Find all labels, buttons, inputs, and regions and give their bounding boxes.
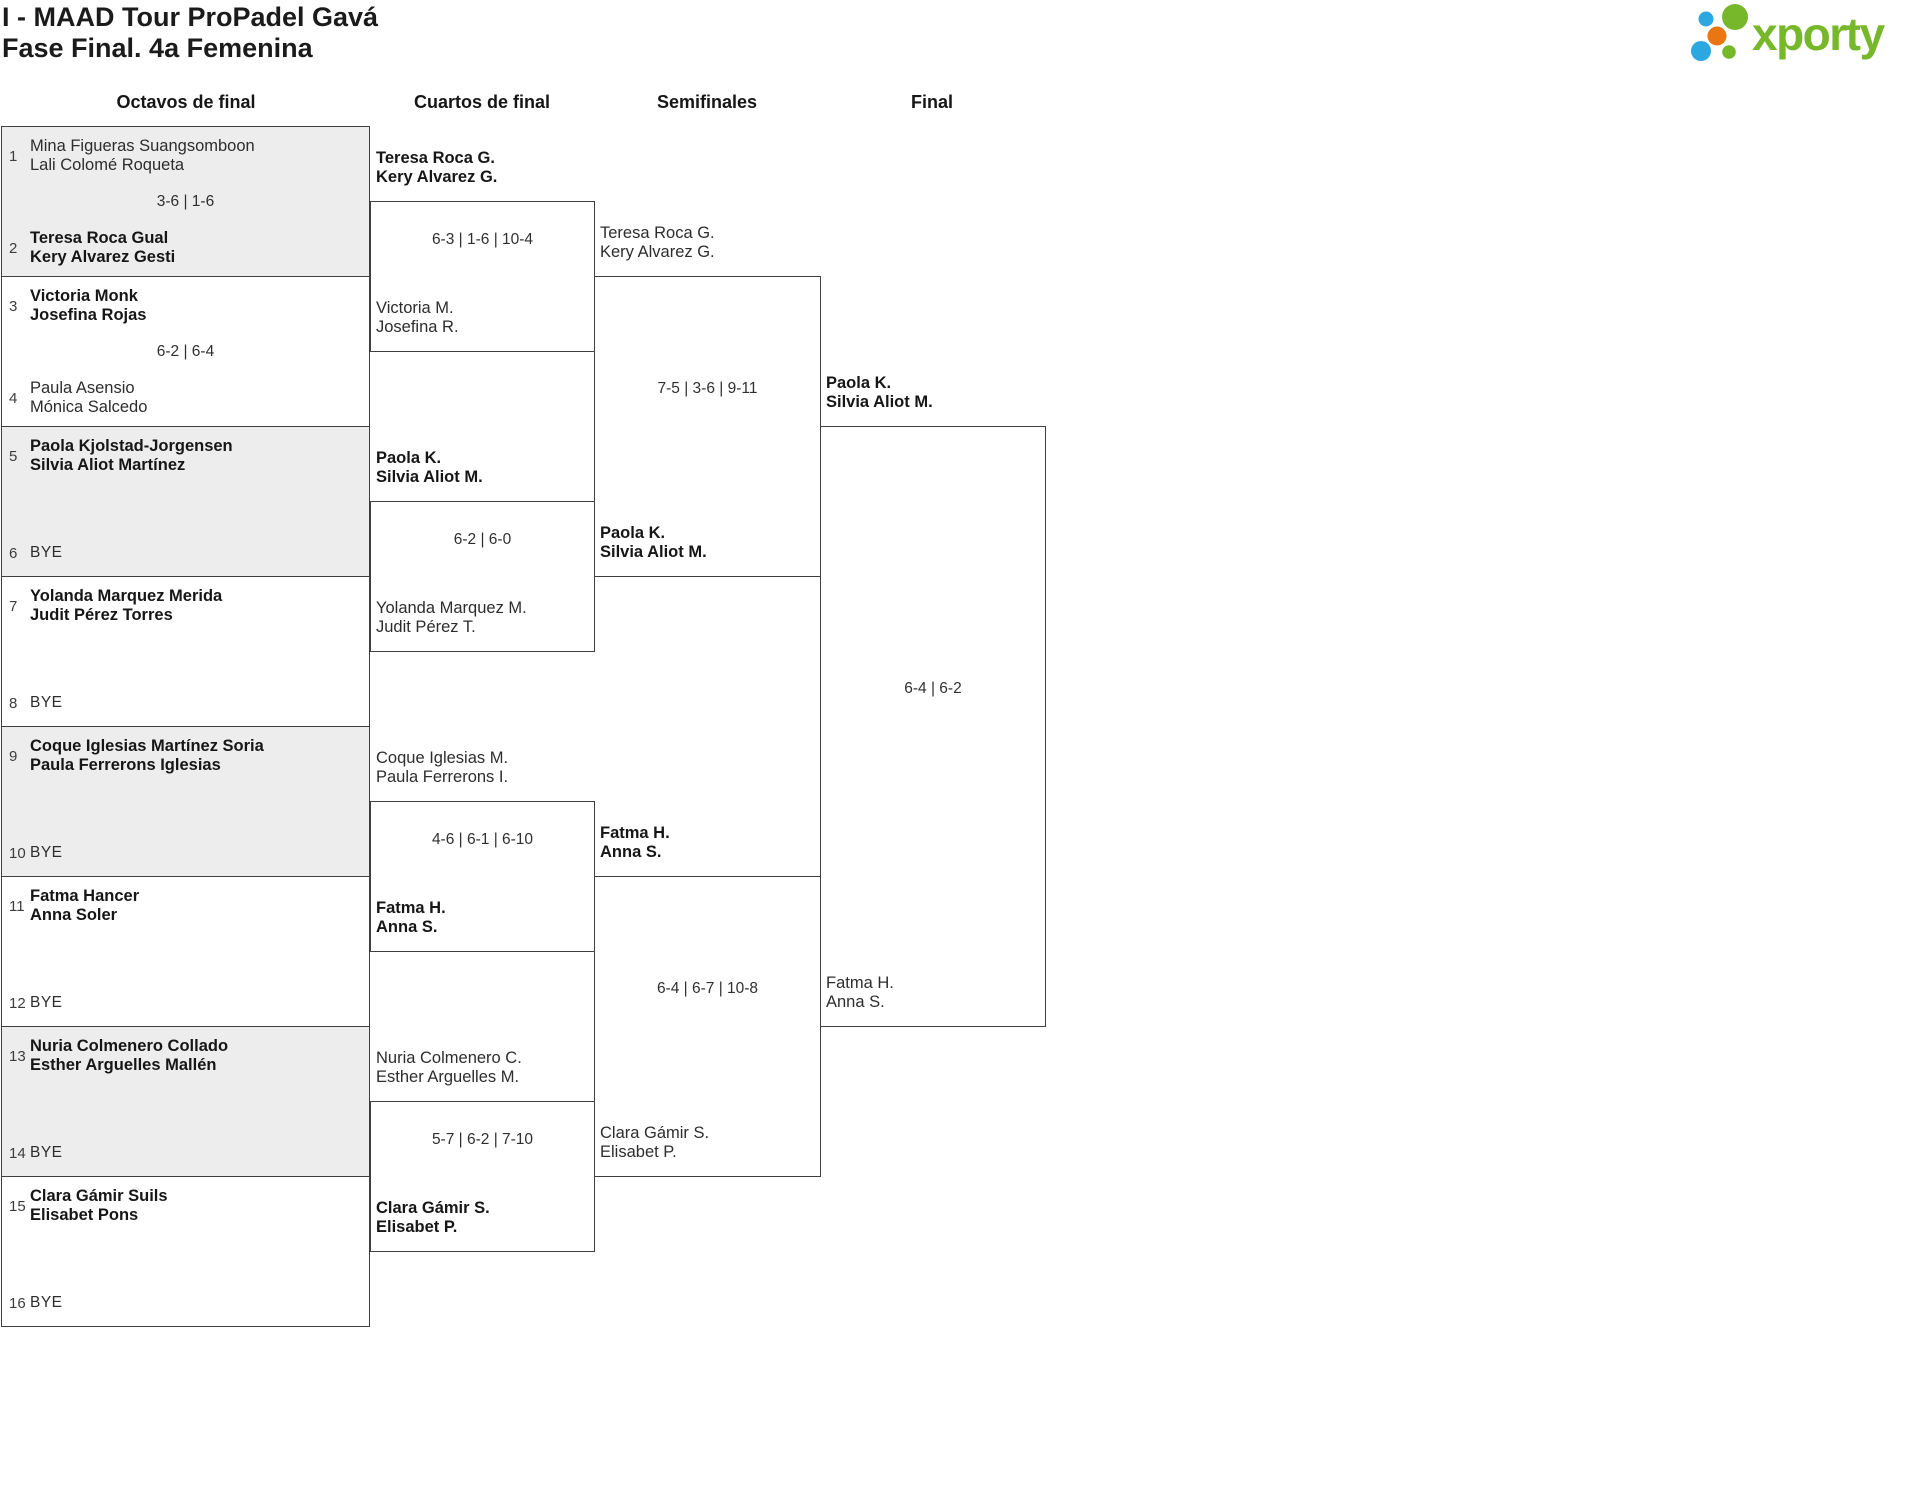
round-header-octavos: Octavos de final (116, 92, 256, 112)
bye-row: 6 BYE (9, 544, 63, 562)
qf3-score: 4-6 | 6-1 | 6-10 (431, 831, 534, 848)
seed-label: 9 (9, 747, 18, 765)
bye-label: BYE (30, 544, 63, 561)
round-header-cuartos: Cuartos de final (413, 92, 551, 112)
bye-row: 8 BYE (9, 694, 63, 712)
logo-dot-orange (1707, 26, 1727, 46)
seed-label: 10 (9, 844, 26, 862)
qf4-bottom-team: Clara Gámir S.Elisabet P. (376, 1199, 490, 1236)
qf3-bottom-team: Fatma H.Anna S. (376, 899, 446, 936)
bye-label: BYE (30, 1144, 63, 1161)
sf2-bottom-team: Clara Gámir S.Elisabet P. (600, 1124, 710, 1161)
bye-label: BYE (30, 994, 63, 1011)
bye-label: BYE (30, 1294, 63, 1311)
seed-label: 15 (9, 1197, 26, 1215)
logo-dot-green-large (1722, 4, 1748, 30)
qf2-score: 6-2 | 6-0 (453, 531, 512, 548)
seed-label: 1 (9, 147, 18, 165)
sf1-score: 7-5 | 3-6 | 9-11 (657, 380, 758, 397)
sf1-top-team: Teresa Roca G.Kery Alvarez G. (600, 224, 715, 261)
seed-label: 13 (9, 1047, 26, 1065)
bye-row: 16 BYE (9, 1294, 63, 1312)
page-header: I - MAAD Tour ProPadel Gavá Fase Final. … (2, 2, 378, 64)
sf1-bottom-team: Paola K.Silvia Aliot M. (600, 524, 707, 561)
qf4-top-team: Nuria Colmenero C.Esther Arguelles M. (376, 1049, 522, 1086)
final-match[interactable] (820, 426, 1046, 1027)
qf3-top-team: Coque Iglesias M.Paula Ferrerons I. (376, 749, 509, 786)
page-subtitle: Fase Final. 4a Femenina (2, 33, 313, 63)
bye-row: 14 BYE (9, 1144, 63, 1162)
seed-label: 3 (9, 297, 18, 315)
seed-label: 12 (9, 994, 26, 1012)
seed-label: 5 (9, 447, 18, 465)
match-score: 6-2 | 6-4 (156, 343, 215, 360)
bye-row: 10 BYE (9, 844, 63, 862)
seed-label: 7 (9, 597, 18, 615)
seed-label: 11 (9, 897, 25, 915)
match-score: 3-6 | 1-6 (156, 193, 215, 210)
round-header-semifinales: Semifinales (656, 92, 758, 112)
round-header-final: Final (910, 92, 954, 112)
bye-label: BYE (30, 844, 63, 861)
qf4-score: 5-7 | 6-2 | 7-10 (431, 1131, 534, 1148)
qf1-top-team: Teresa Roca G.Kery Alvarez G. (376, 149, 498, 186)
bye-row: 12 BYE (9, 994, 63, 1012)
page-title: I - MAAD Tour ProPadel Gavá (2, 2, 379, 32)
qf2-bottom-team: Yolanda Marquez M.Judit Pérez T. (376, 599, 527, 636)
seed-label: 6 (9, 544, 18, 562)
sf2-score: 6-4 | 6-7 | 10-8 (656, 980, 759, 997)
final-bottom-team: Fatma H.Anna S. (826, 974, 894, 1011)
final-score: 6-4 | 6-2 (904, 680, 962, 697)
seed-label: 4 (9, 389, 18, 407)
brand-text: xporty (1752, 8, 1886, 60)
qf1-score: 6-3 | 1-6 | 10-4 (431, 231, 534, 248)
logo-dot-blue-large (1691, 41, 1711, 61)
seed-label: 16 (9, 1294, 26, 1312)
bye-label: BYE (30, 694, 63, 711)
final-top-team: Paola K.Silvia Aliot M. (826, 374, 933, 411)
xporty-logo[interactable]: xporty (1678, 0, 1920, 68)
sf2-top-team: Fatma H.Anna S. (600, 824, 670, 861)
seed-label: 8 (9, 694, 18, 712)
qf1-bottom-team: Victoria M.Josefina R. (376, 299, 459, 336)
logo-dot-green-small (1722, 45, 1736, 59)
seed-label: 14 (9, 1144, 26, 1162)
seed-label: 2 (9, 239, 18, 257)
logo-dot-blue-small (1698, 11, 1714, 27)
qf2-top-team: Paola K.Silvia Aliot M. (376, 449, 483, 486)
